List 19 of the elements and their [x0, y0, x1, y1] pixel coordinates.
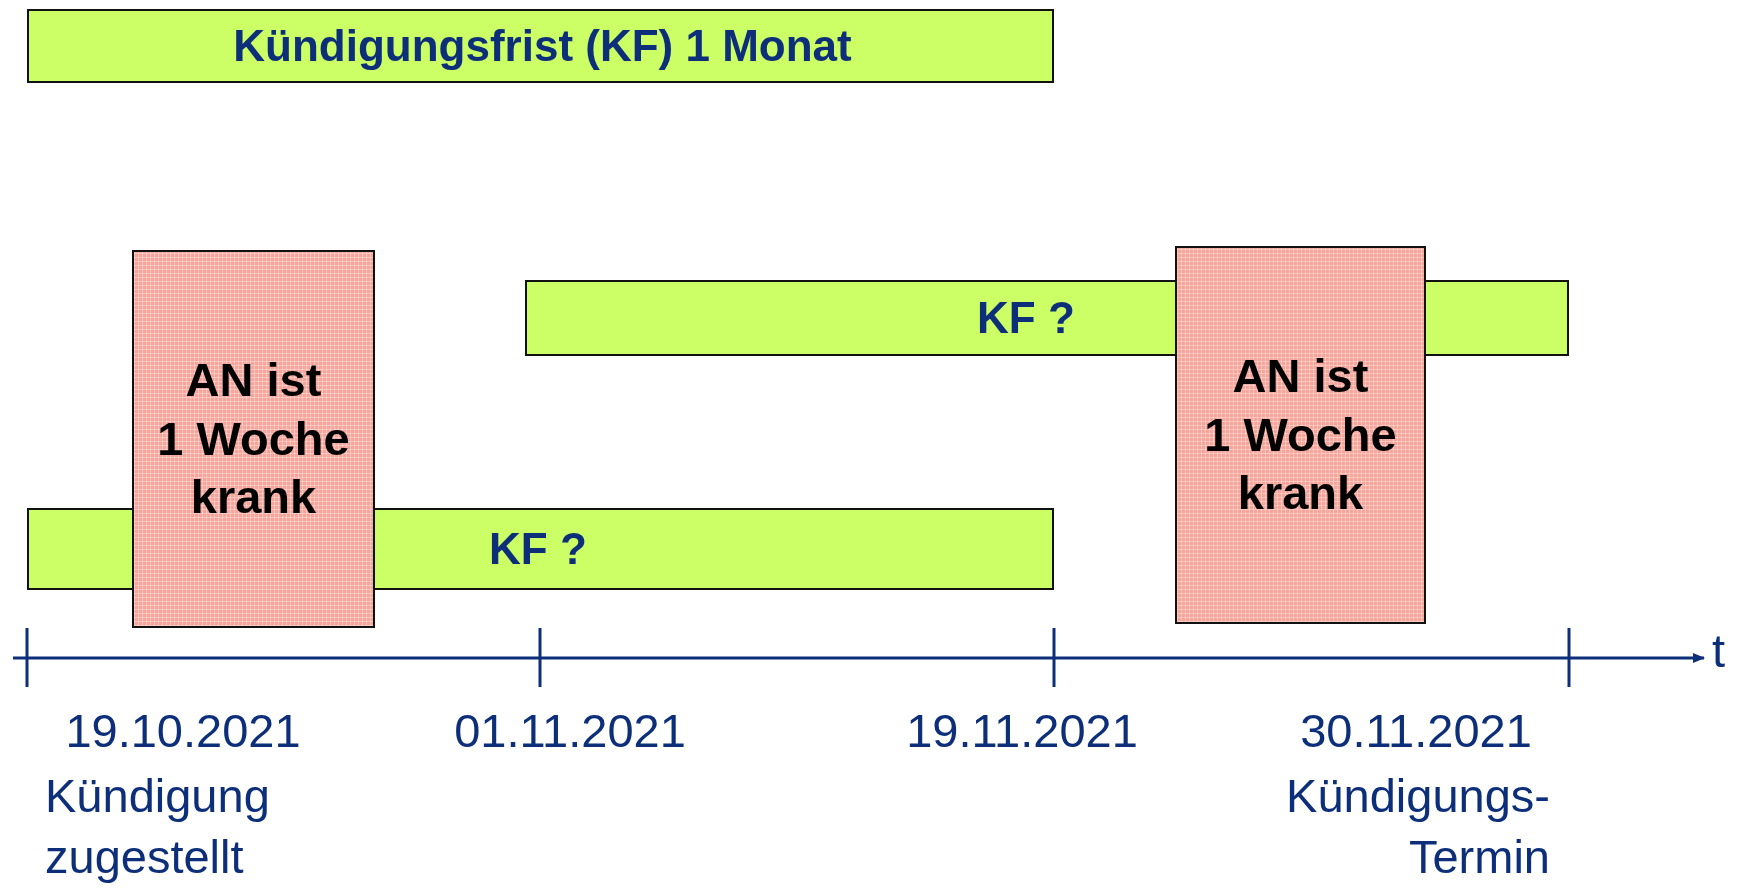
date-label: 19.11.2021 [905, 703, 1139, 759]
bar-label: Kündigungsfrist (KF) 1 Monat [232, 20, 853, 72]
sick-period-box [1175, 246, 1426, 624]
bar-label: KF ? [977, 292, 1075, 344]
date-label: 19.10.2021 [64, 703, 302, 759]
box-label: AN ist 1 Woche krank [1203, 347, 1398, 522]
box-label: AN ist 1 Woche krank [156, 351, 351, 526]
axis-label: t [1712, 623, 1727, 679]
date-label: 01.11.2021 [453, 703, 687, 759]
period-bar [27, 9, 1054, 83]
period-bar-segment [1424, 280, 1569, 356]
date-label: 30.11.2021 [1299, 703, 1533, 759]
bar-label: KF ? [489, 523, 587, 575]
period-bar [373, 508, 1054, 590]
event-caption: Kündigungs- Termin [1285, 768, 1550, 886]
period-bar [525, 280, 1177, 356]
event-caption: Kündigung zugestellt [45, 768, 271, 886]
sick-period-box [132, 250, 375, 628]
period-bar-segment [27, 508, 134, 590]
